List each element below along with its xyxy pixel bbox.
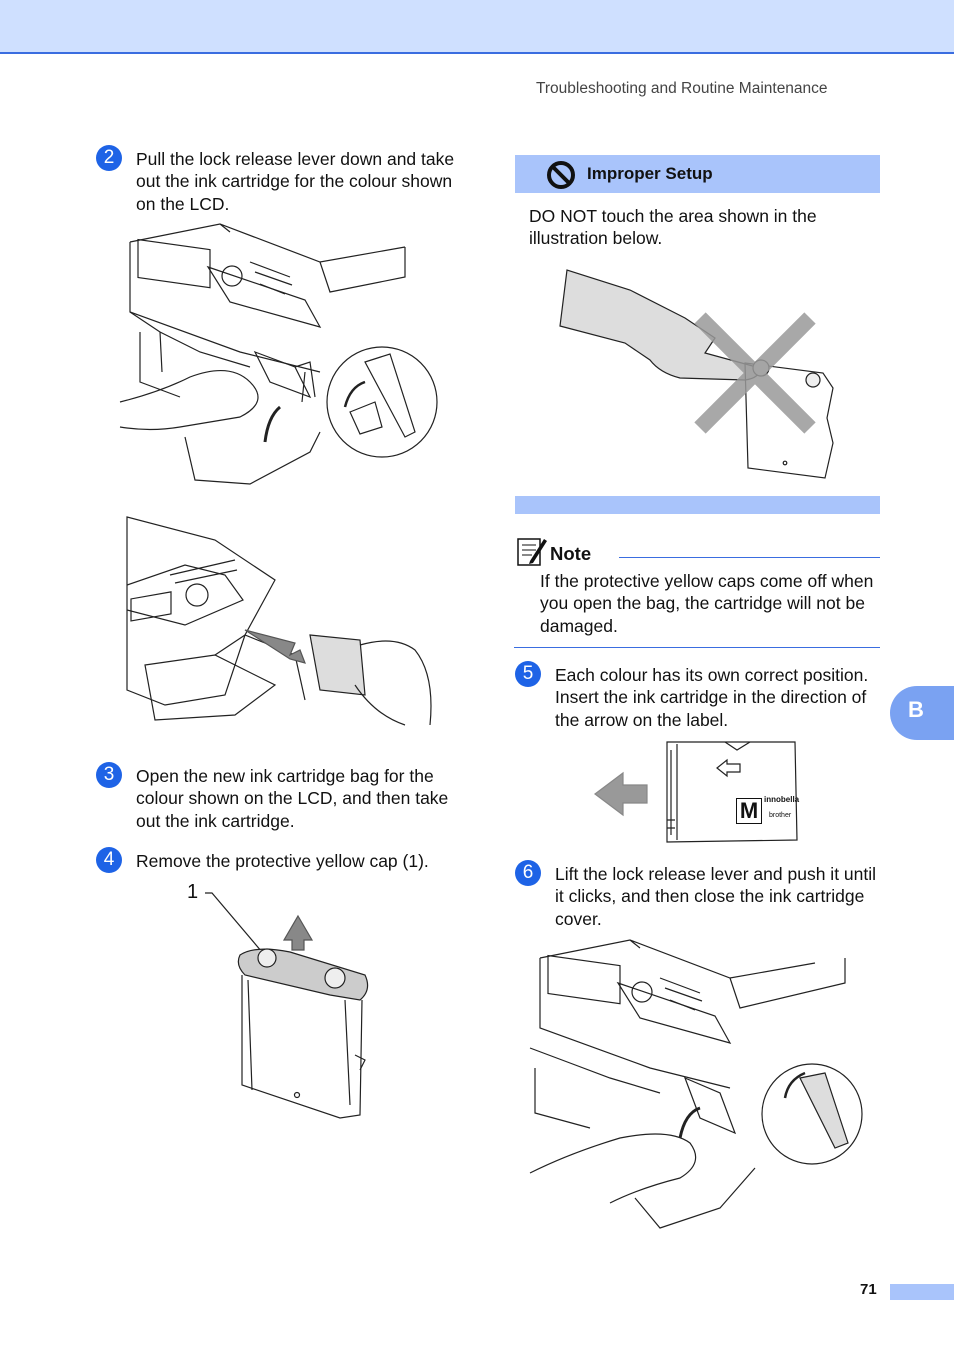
cartridge-cap-illustration <box>205 892 369 1119</box>
step-4: 4 Remove the protective yellow cap (1). <box>96 847 466 873</box>
step-5: 5 Each colour has its own correct positi… <box>515 661 885 731</box>
warning-header-band: Improper Setup <box>515 155 880 193</box>
note-pencil-icon <box>517 538 547 566</box>
chapter-side-tab: B <box>890 686 954 740</box>
step-text: Open the new ink cartridge bag for the c… <box>136 766 449 831</box>
prohibited-icon <box>547 161 575 189</box>
cartridge-direction-illustration <box>594 741 798 843</box>
step-number-badge: 3 <box>96 762 122 788</box>
cartridge-brand-brother: brother <box>769 812 792 819</box>
cartridge-brand-innobella: innobella <box>764 795 800 804</box>
warning-text: DO NOT touch the area shown in the illus… <box>529 206 817 249</box>
note-divider <box>619 557 880 558</box>
callout-number: 1 <box>187 881 199 903</box>
top-header-band <box>0 0 954 54</box>
note-bottom-divider <box>514 647 880 648</box>
warning-title: Improper Setup <box>587 164 713 183</box>
step-2: 2 Pull the lock release lever down and t… <box>96 145 466 215</box>
step-text: Each colour has its own correct position… <box>555 665 869 730</box>
printer-lock-lever-illustration <box>529 939 863 1229</box>
warning-footer-band <box>515 496 880 514</box>
page-footer-bar <box>890 1284 954 1300</box>
chapter-letter: B <box>908 697 924 722</box>
step-text: Remove the protective yellow cap (1). <box>136 851 429 871</box>
step-text: Lift the lock release lever and push it … <box>555 864 877 929</box>
note-title: Note <box>550 543 592 564</box>
printer-remove-cartridge-illustration <box>119 223 438 485</box>
step-number-badge: 6 <box>515 860 541 886</box>
step-6: 6 Lift the lock release lever and push i… <box>515 860 885 930</box>
note-text: If the protective yellow caps come off w… <box>540 571 874 636</box>
running-header: Troubleshooting and Routine Maintenance <box>536 80 828 97</box>
page-number: 71 <box>860 1281 877 1298</box>
step-3: 3 Open the new ink cartridge bag for the… <box>96 762 466 832</box>
do-not-touch-illustration <box>559 269 834 479</box>
step-text: Pull the lock release lever down and tak… <box>136 149 455 214</box>
step-number-badge: 4 <box>96 847 122 873</box>
step-number-badge: 2 <box>96 145 122 171</box>
step-number-badge: 5 <box>515 661 541 687</box>
cartridge-color-letter: M <box>736 798 762 824</box>
printer-insert-cartridge-illustration <box>126 516 432 726</box>
